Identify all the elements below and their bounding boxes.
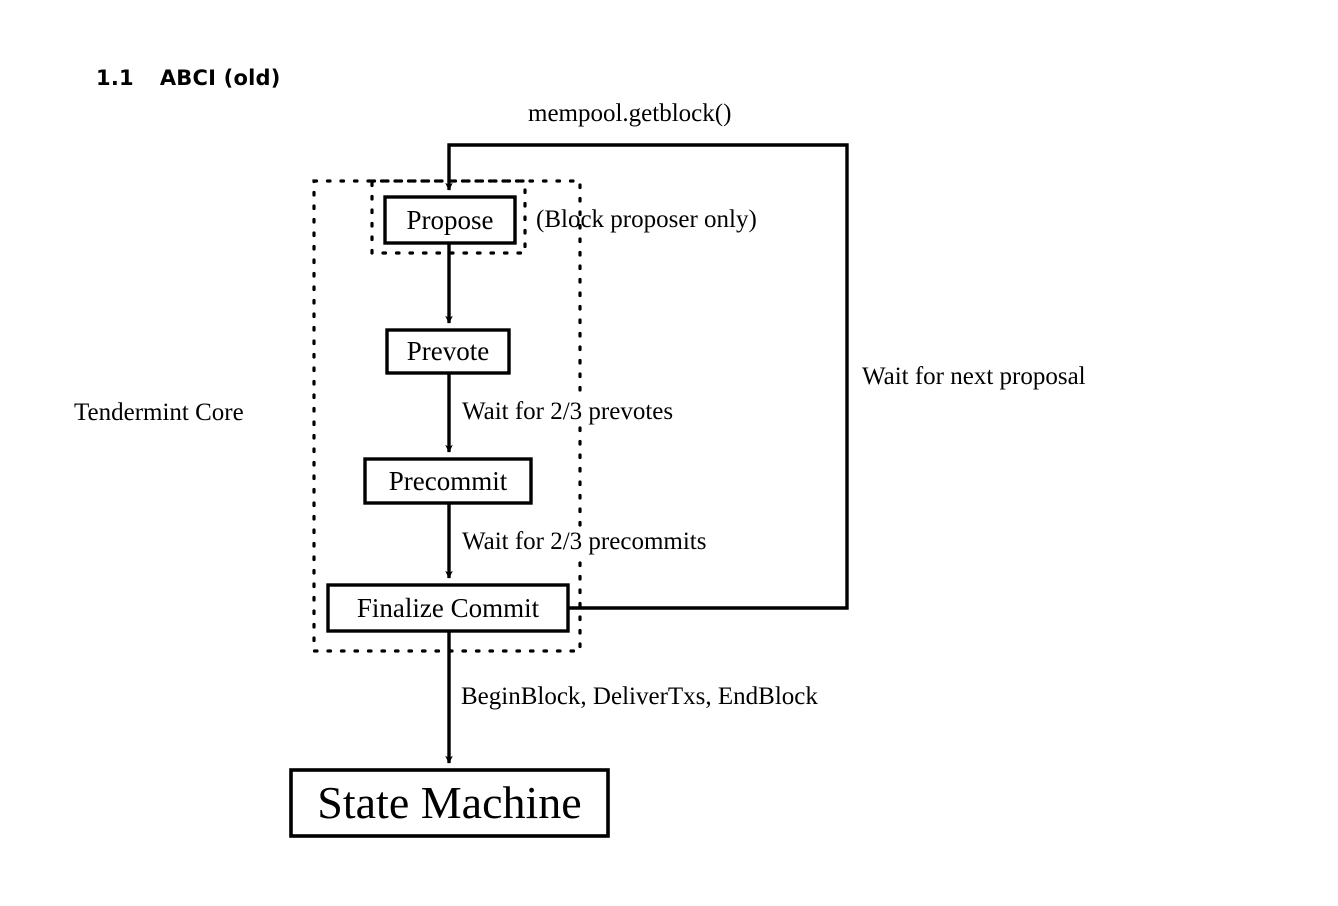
precommit-node-box[interactable] [363,457,533,505]
block-proposer-only-label: (Block proposer only) [536,206,757,233]
wait-for-precommits-label: Wait for 2/3 precommits [459,528,710,555]
wait-for-prevotes-label: Wait for 2/3 prevotes [459,398,677,425]
propose-node-box[interactable] [383,195,517,245]
prevote-node-label: Prevote [406,336,490,366]
prevote-node-box[interactable] [385,328,511,375]
state-machine-node-label: State Machine [317,777,582,828]
section-title: ABCI (old) [159,66,281,90]
section-number: 1.1 [96,66,134,90]
section-heading: 1.1 ABCI (old) [66,42,281,114]
finalize-commit-node-box[interactable] [326,583,570,633]
tendermint-core-label: Tendermint Core [74,399,244,426]
finalize-commit-node-label: Finalize Commit [356,592,540,623]
abci-calls-label: BeginBlock, DeliverTxs, EndBlock [458,683,821,710]
wait-for-next-proposal-edge [445,143,849,610]
mempool-getblock-label: mempool.getblock() [528,100,732,127]
wait-for-next-proposal-label: Wait for next proposal [862,363,1086,390]
propose-node-label: Propose [406,204,494,235]
precommit-node-label: Precommit [388,465,508,496]
state-machine-node-box[interactable] [289,768,610,838]
block-proposer-group-box [370,179,527,255]
